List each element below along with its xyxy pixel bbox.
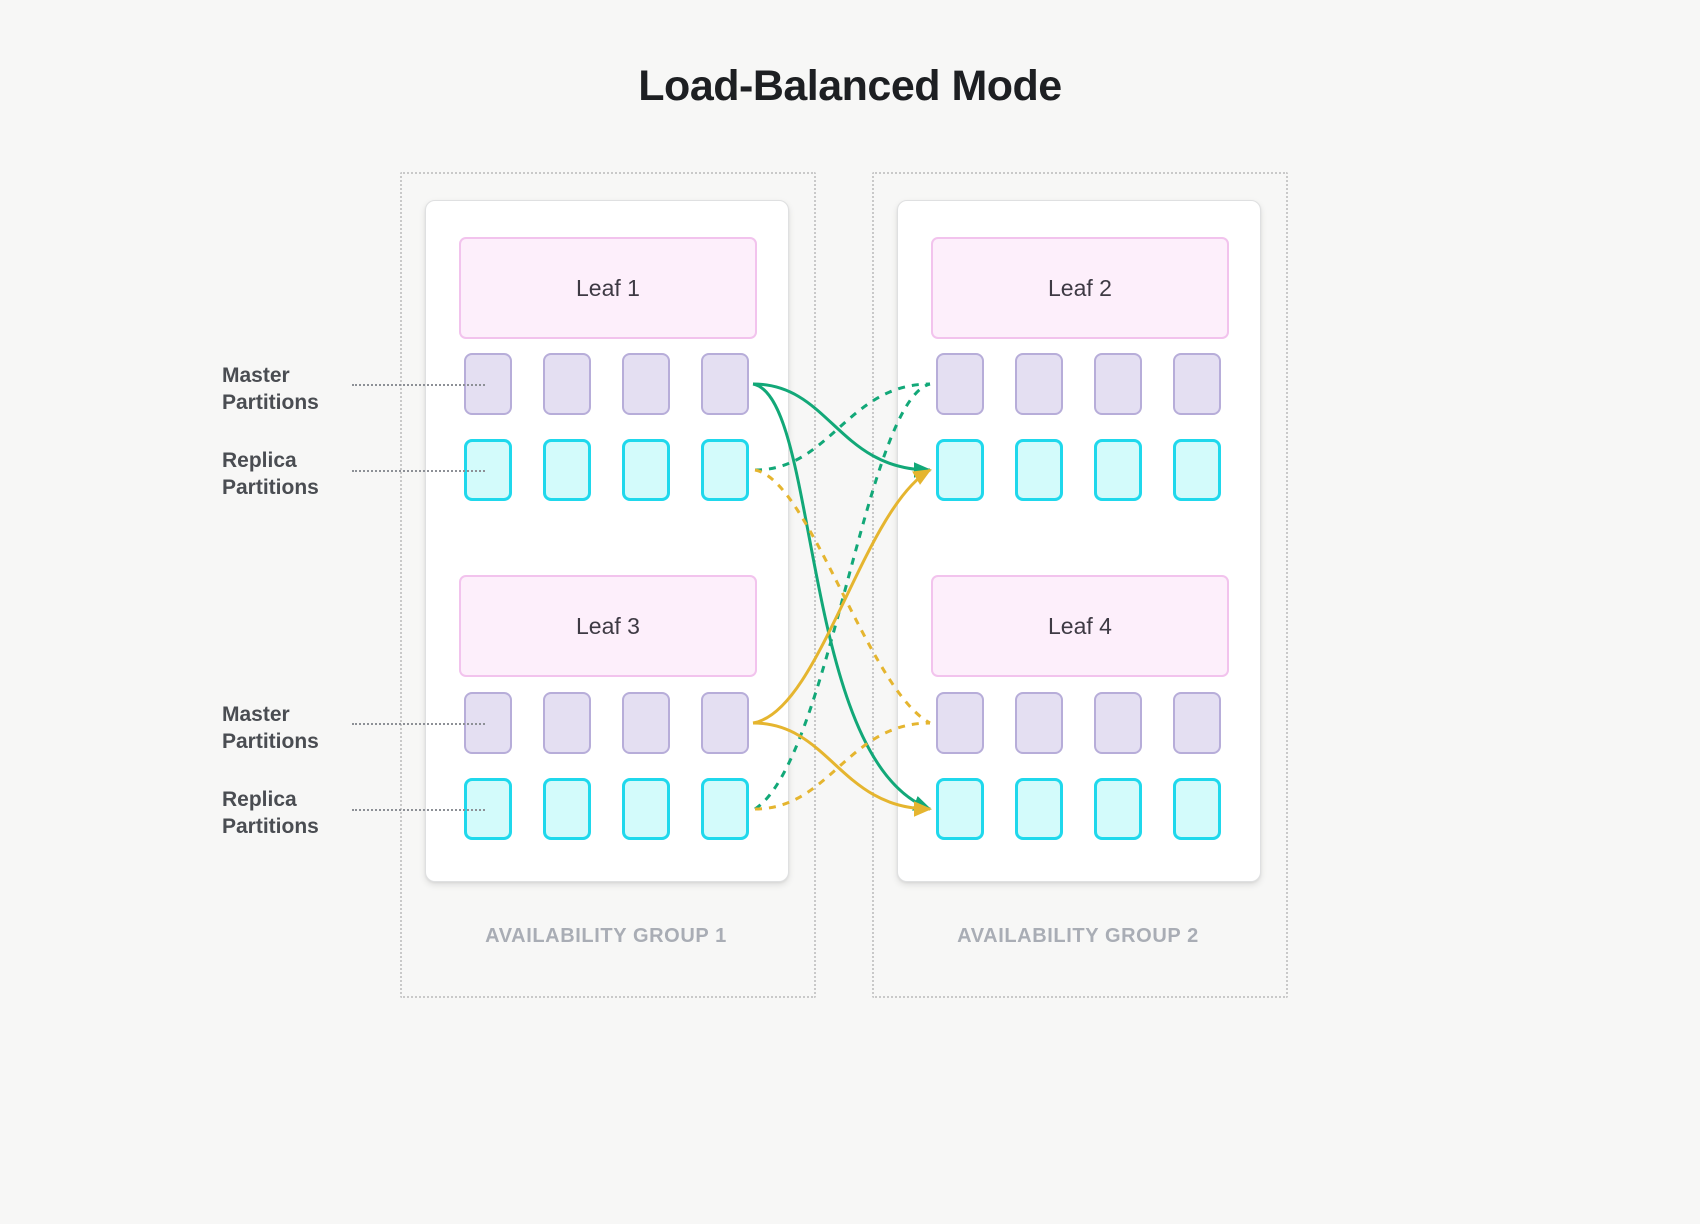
leaf-4-replica-partition-1[interactable] [936,778,984,840]
label-master-partitions-leaf3: Master Partitions [222,701,412,755]
leaf-1-master-partition-3[interactable] [622,353,670,415]
leaf-3-master-partition-3[interactable] [622,692,670,754]
leaf-1-master-partition-4[interactable] [701,353,749,415]
leaf-2-replica-partition-2[interactable] [1015,439,1063,501]
leaf-2-master-partition-4[interactable] [1173,353,1221,415]
leaf-2-master-partition-2[interactable] [1015,353,1063,415]
label-replica-partitions-leaf3: Replica Partitions [222,786,412,840]
leaf-4-master-partition-4[interactable] [1173,692,1221,754]
leaf-2-label: Leaf 2 [1048,274,1112,301]
leaf-1-box[interactable]: Leaf 1 [459,237,757,339]
leaf-2-box[interactable]: Leaf 2 [931,237,1229,339]
leaf-3-box[interactable]: Leaf 3 [459,575,757,677]
page-title: Load-Balanced Mode [638,62,1062,110]
label-master-partitions-leaf1: Master Partitions [222,362,412,416]
leaf-3-master-partition-4[interactable] [701,692,749,754]
leaf-2-master-partition-1[interactable] [936,353,984,415]
label-line-1: Master [222,364,290,387]
availability-group-1-label: AVAILABILITY GROUP 1 [485,925,727,947]
leaf-1-replica-partition-4[interactable] [701,439,749,501]
label-replica-partitions-leaf1: Replica Partitions [222,447,412,501]
leaf-1-label: Leaf 1 [576,274,640,301]
leaf-2-replica-partition-1[interactable] [936,439,984,501]
leaf-3-replica-partition-4[interactable] [701,778,749,840]
leaf-3-replica-partition-2[interactable] [543,778,591,840]
leaf-4-box[interactable]: Leaf 4 [931,575,1229,677]
leaf-1-replica-partition-1[interactable] [464,439,512,501]
leaf-1-replica-partition-3[interactable] [622,439,670,501]
leaf-3-replica-partition-3[interactable] [622,778,670,840]
leaf-4-master-partition-3[interactable] [1094,692,1142,754]
leaf-2-replica-partition-4[interactable] [1173,439,1221,501]
label-line-1: Master [222,703,290,726]
leaf-4-label: Leaf 4 [1048,612,1112,639]
leaf-4-replica-partition-2[interactable] [1015,778,1063,840]
label-line-2: Partitions [222,391,319,414]
leaf-4-replica-partition-3[interactable] [1094,778,1142,840]
label-line-2: Partitions [222,730,319,753]
leaf-3-label: Leaf 3 [576,612,640,639]
leaf-2-master-partition-3[interactable] [1094,353,1142,415]
leaf-4-replica-partition-4[interactable] [1173,778,1221,840]
availability-group-2-label: AVAILABILITY GROUP 2 [957,925,1199,947]
leader-line-master-top [352,384,485,386]
leaf-4-master-partition-1[interactable] [936,692,984,754]
leader-line-replica-bottom [352,809,485,811]
label-line-2: Partitions [222,815,319,838]
leader-line-master-bottom [352,723,485,725]
label-line-1: Replica [222,449,297,472]
leaf-1-replica-partition-2[interactable] [543,439,591,501]
leaf-2-replica-partition-3[interactable] [1094,439,1142,501]
leaf-1-master-partition-2[interactable] [543,353,591,415]
leaf-3-master-partition-2[interactable] [543,692,591,754]
label-line-2: Partitions [222,476,319,499]
leaf-4-master-partition-2[interactable] [1015,692,1063,754]
label-line-1: Replica [222,788,297,811]
leader-line-replica-top [352,470,485,472]
